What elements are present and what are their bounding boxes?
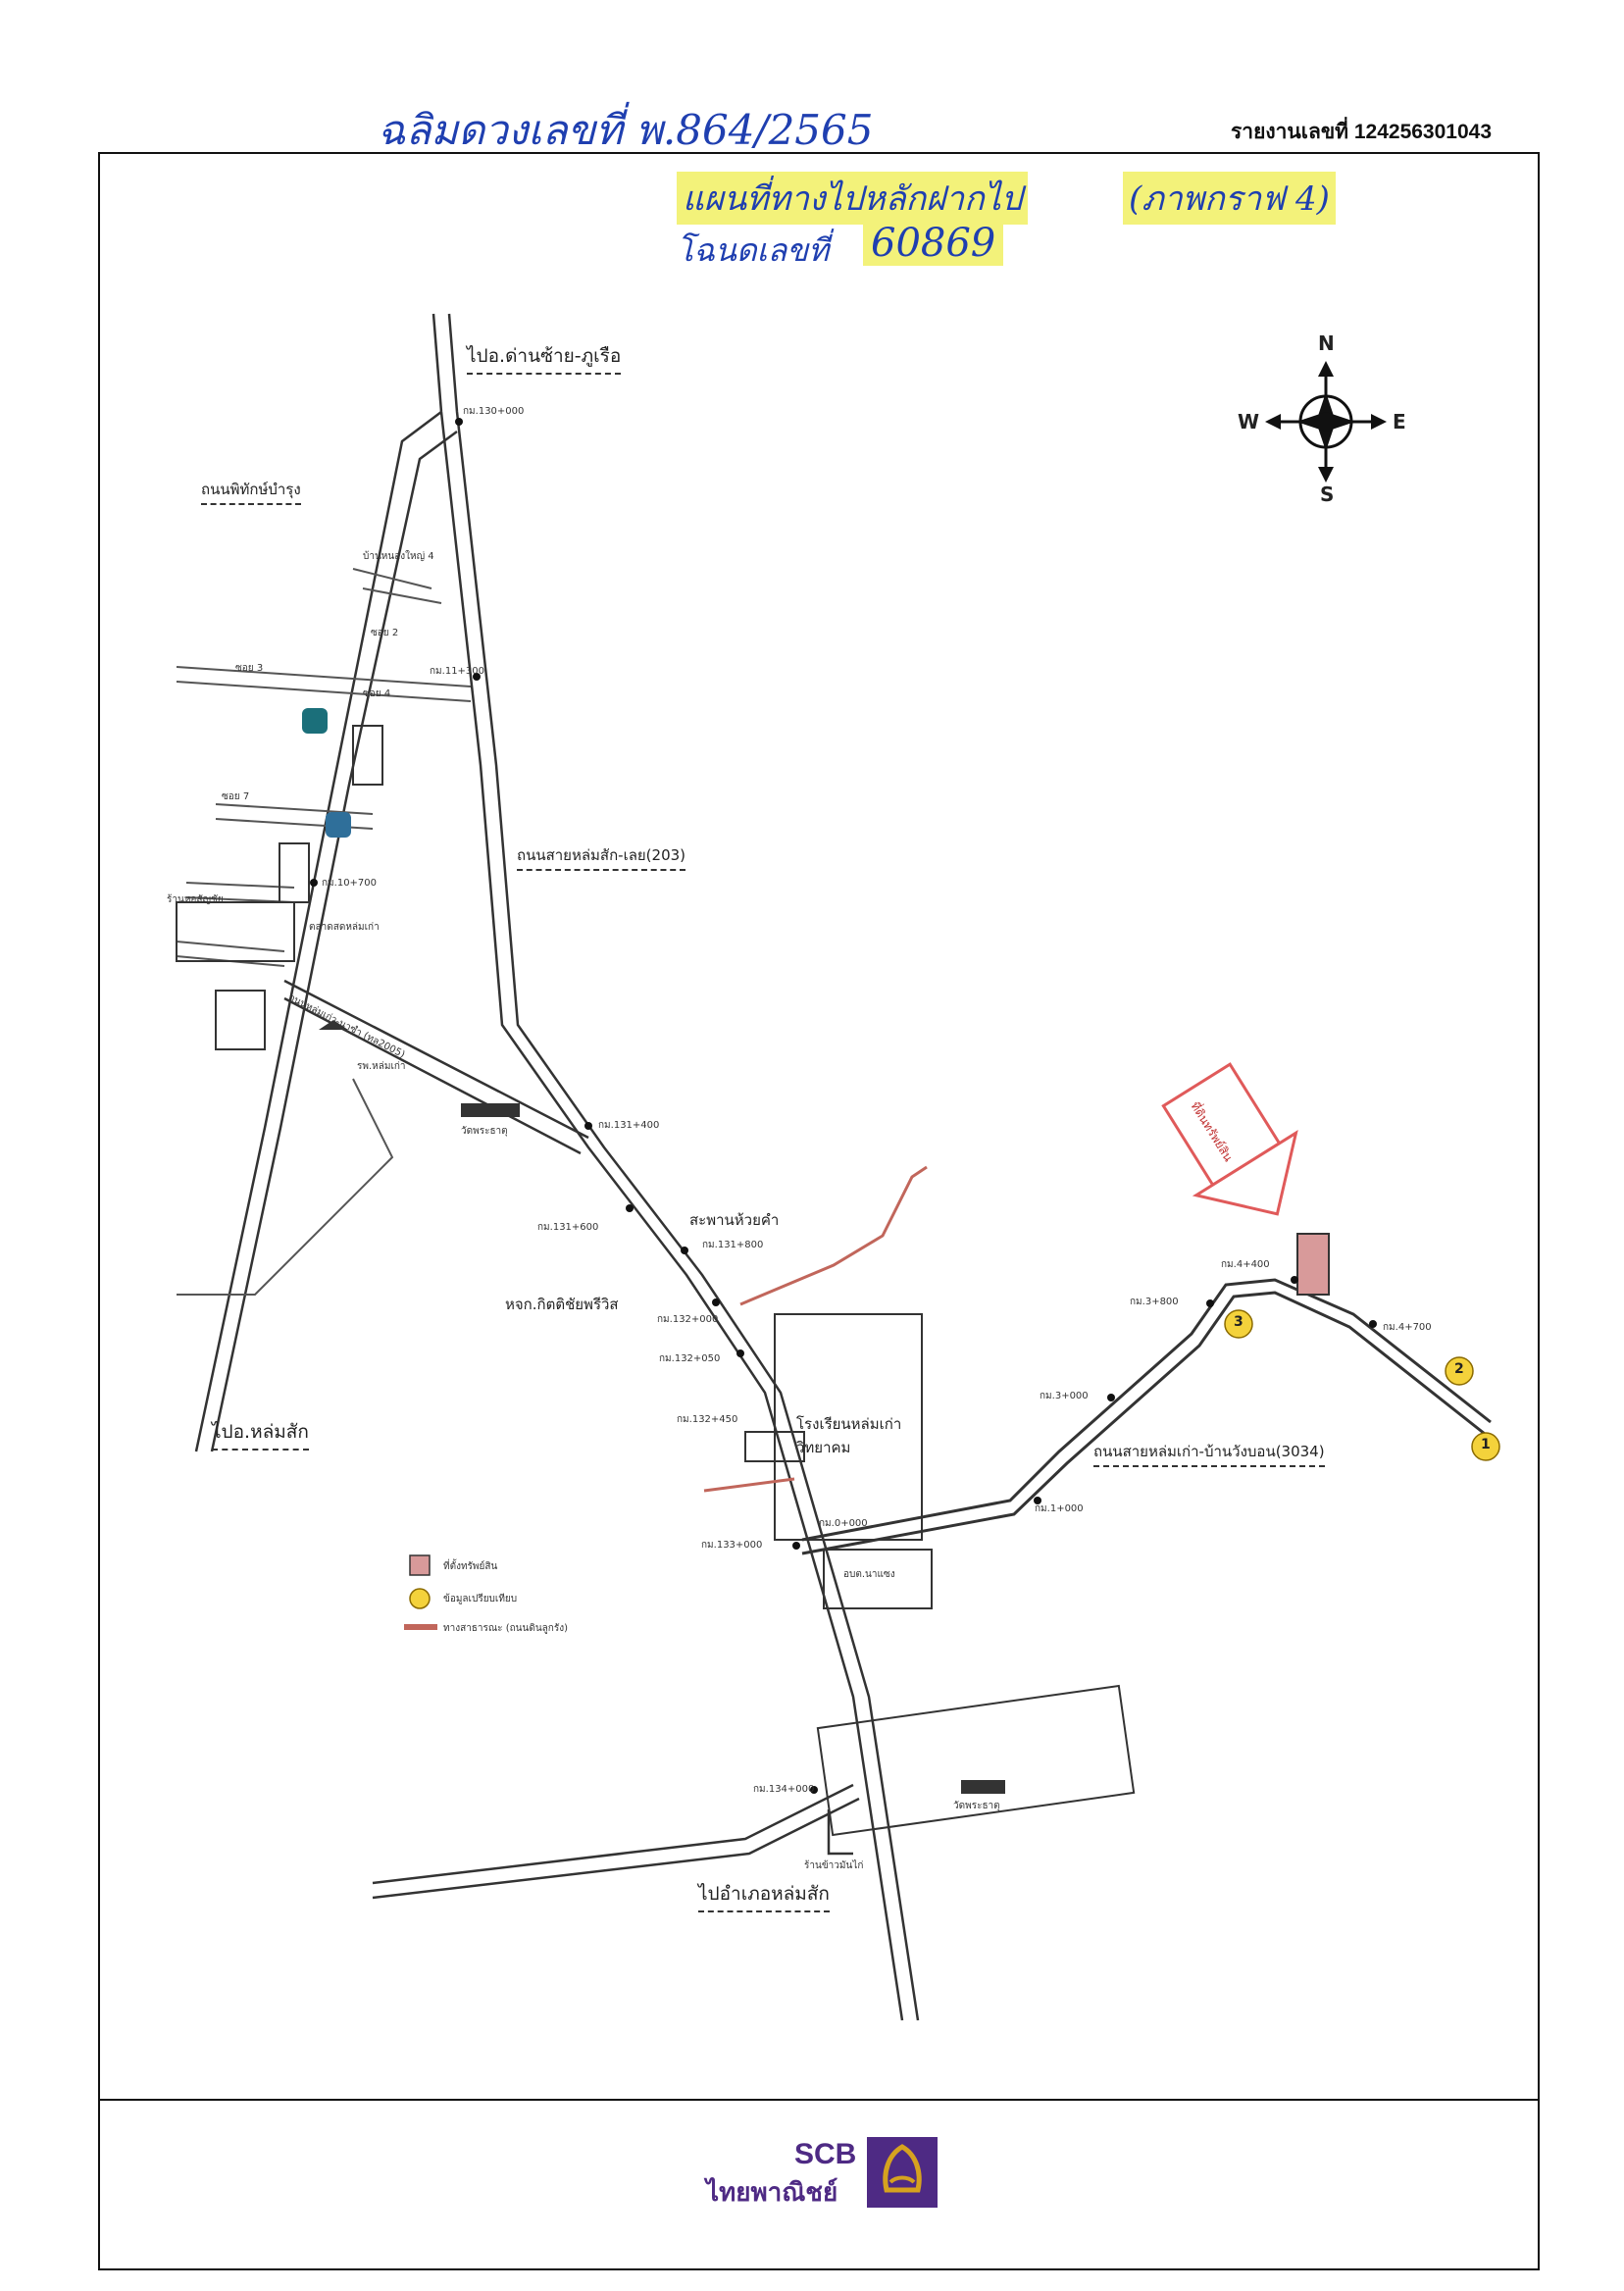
km-marker: กม.10+700	[322, 878, 378, 889]
km-marker: กม.132+450	[677, 1414, 738, 1425]
km-marker: กม.0+000	[819, 1518, 868, 1529]
reference-point-2	[1445, 1356, 1474, 1386]
label-soi7: ซอย 7	[222, 791, 250, 802]
km-marker: กม.131+400	[598, 1120, 660, 1131]
label-bridge: สะพานห้วยคำ	[689, 1211, 780, 1229]
km-marker: กม.3+800	[1130, 1297, 1179, 1307]
landmark-icon	[461, 1103, 520, 1117]
scb-emblem-icon	[867, 2137, 938, 2208]
label-soi3: ซอย 3	[235, 663, 264, 674]
km-marker: กม.132+050	[659, 1353, 721, 1364]
public-way-line	[703, 1165, 928, 1493]
label-to-lom-sak-district: ไปอำเภอหล่มสัก	[698, 1879, 830, 1912]
compass-north: N	[1318, 331, 1335, 355]
scb-brand-bottom: ไทยพาณิชย์	[706, 2177, 838, 2207]
legend-site-swatch	[409, 1554, 431, 1576]
compass-east: E	[1393, 410, 1406, 433]
km-marker: กม.1+000	[1035, 1503, 1084, 1514]
footer-divider	[98, 2099, 1540, 2101]
scb-logo: SCB ไทยพาณิชย์	[706, 2128, 951, 2236]
reference-points	[1224, 1309, 1500, 1461]
compass-south: S	[1320, 483, 1335, 506]
report-number: รายงานเลขที่ 124256301043	[1231, 121, 1493, 143]
label-temple: วัดพระธาตุ	[461, 1126, 508, 1137]
km-marker: กม.134+000	[753, 1784, 815, 1795]
km-marker: กม.4+400	[1221, 1259, 1270, 1270]
km-marker: กม.11+300	[430, 666, 485, 677]
label-shop2: ร้านข้าวมันไก่	[804, 1860, 864, 1871]
phithak-road	[194, 411, 458, 1452]
handwritten-title: ฉลิมดวงเลขที่ พ.864/2565	[378, 106, 874, 154]
subject-site-parcel	[1296, 1233, 1330, 1296]
reference-point-1	[1471, 1432, 1500, 1461]
compass-icon	[1265, 361, 1387, 483]
landmark-icon-2	[961, 1780, 1005, 1794]
compass-west: W	[1238, 410, 1260, 433]
label-hotel: ร้านหอสัญชัย	[167, 894, 224, 905]
label-temple2: วัดพระธาตุ	[953, 1801, 1000, 1811]
site-arrow	[1161, 1062, 1298, 1216]
compass-rose: N S E W	[1238, 331, 1414, 510]
legend-public-way-label: ทางสาธารณะ (ถนนดินลูกรัง)	[443, 1623, 569, 1634]
highway-203	[431, 313, 920, 2021]
km-marker: กม.133+000	[701, 1540, 763, 1551]
fuel-icon	[326, 812, 351, 838]
scb-brand-top: SCB	[794, 2138, 857, 2170]
handwritten-deed-label: โฉนดเลขที่	[677, 231, 830, 269]
label-school: โรงเรียนหล่มเก่าวิทยาคม	[796, 1415, 902, 1456]
label-phithak-road: ถนนพิทักษ์บำรุง	[201, 478, 301, 505]
km-marker: กม.3+000	[1040, 1391, 1089, 1401]
document-frame	[98, 152, 1540, 2270]
km-marker: กม.131+600	[537, 1222, 599, 1233]
label-soi2: ซอย 2	[371, 628, 399, 638]
handwritten-deed-number: 60869	[863, 221, 1004, 266]
label-market: ตลาดสดหล่มเก่า	[309, 922, 380, 933]
reference-point-2-label: 2	[1454, 1361, 1464, 1377]
label-shop: หจก.กิตติชัยพรีวิส	[505, 1296, 619, 1313]
km-marker: กม.131+800	[702, 1240, 764, 1250]
label-hospital: รพ.หล่มเก่า	[357, 1061, 406, 1072]
reference-point-1-label: 1	[1481, 1437, 1491, 1452]
label-road-203: ถนนสายหล่มสัก-เลย(203)	[517, 843, 686, 871]
label-road-3034: ถนนสายหล่มเก่า-บ้านวังบอน(3034)	[1093, 1440, 1325, 1467]
handwritten-note-map: แผนที่ทางไปหลักฝากไป	[677, 172, 1029, 225]
km-marker: กม.130+000	[463, 406, 525, 417]
label-office: อบต.นาแซง	[843, 1569, 895, 1580]
road-3034	[801, 1278, 1492, 1555]
label-to-dan-sai: ไปอ.ด่านซ้าย-ภูเรือ	[467, 341, 622, 375]
label-soi4: ซอย 4	[363, 688, 391, 699]
bank-icon	[302, 708, 328, 734]
km-marker: กม.132+000	[657, 1314, 719, 1325]
km-marker: กม.4+700	[1383, 1322, 1432, 1333]
legend-reference-swatch	[409, 1588, 431, 1609]
legend-public-way-swatch	[404, 1624, 437, 1630]
label-to-lom-sak: ไปอ.หล่มสัก	[212, 1417, 309, 1451]
handwritten-attachment: (ภาพกราฟ 4)	[1123, 172, 1336, 225]
temple-icon	[319, 1020, 348, 1030]
label-ban-nong: บ้านหนองใหญ่ 4	[363, 551, 434, 562]
road-2005	[283, 979, 589, 1155]
reference-point-3-label: 3	[1234, 1314, 1243, 1330]
reference-point-3	[1224, 1309, 1253, 1339]
legend-reference-label: ข้อมูลเปรียบเทียบ	[443, 1594, 518, 1604]
legend-site-label: ที่ตั้งทรัพย์สิน	[443, 1561, 498, 1572]
